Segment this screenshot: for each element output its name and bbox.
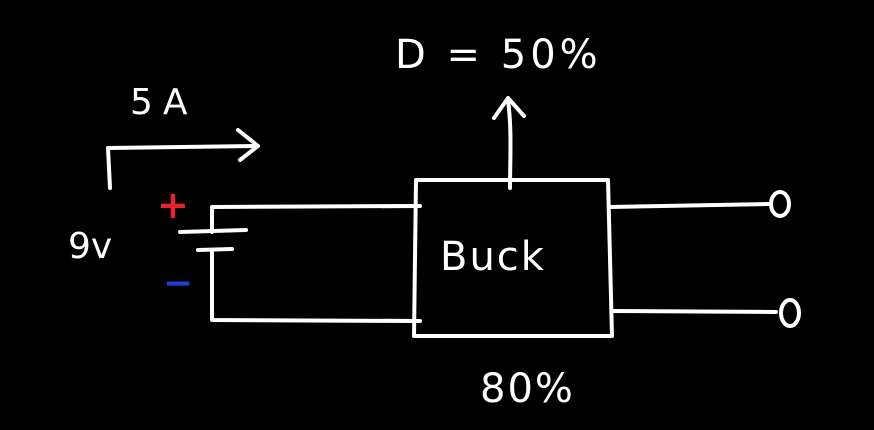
voltage-label: 9v [68, 226, 112, 267]
output-top-wire [608, 202, 770, 209]
buck-block-label: Buck [440, 234, 546, 280]
output-bottom-wire [610, 309, 778, 314]
current-direction-arrow [106, 128, 260, 190]
current-label: 5A [130, 82, 198, 123]
duty-cycle-arrow [492, 96, 526, 190]
minus-sign: − [163, 263, 193, 304]
battery-short-plate [196, 247, 234, 252]
duty-cycle-label: D = 50% [395, 32, 602, 78]
battery-top-wire [210, 204, 422, 234]
plus-sign: + [157, 183, 189, 227]
output-top-terminal [769, 190, 791, 218]
output-bottom-terminal [779, 298, 801, 328]
buck-block [412, 178, 614, 338]
efficiency-label: 80% [480, 366, 575, 412]
battery-bottom-wire [210, 248, 422, 323]
